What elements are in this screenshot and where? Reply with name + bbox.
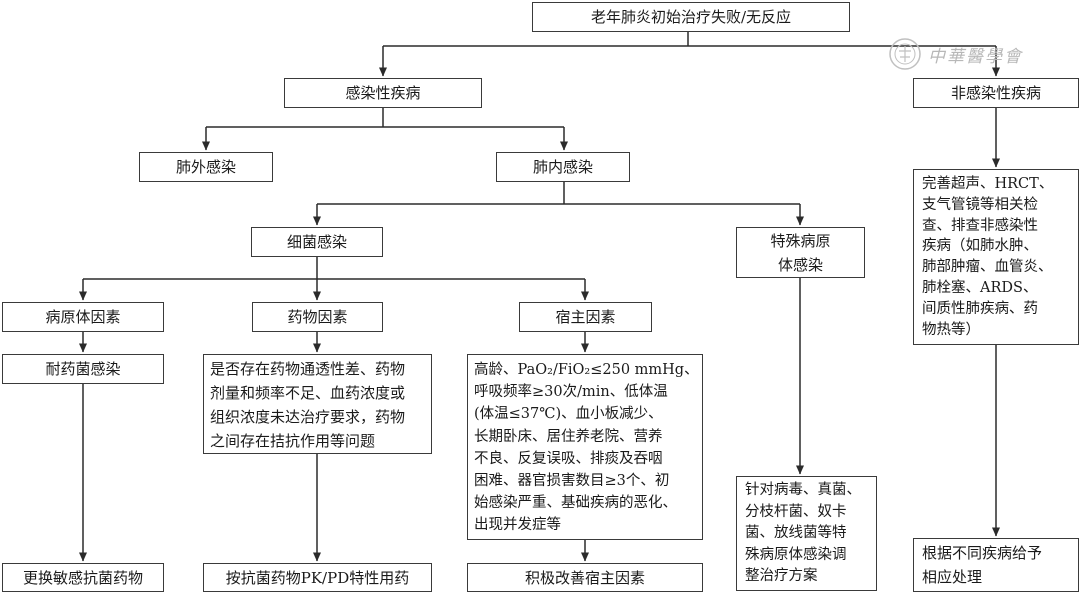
host-details-node: 高龄、PaO₂/FiO₂≤250 mmHg、 呼吸频率≥30次/min、低体温 … — [467, 354, 703, 540]
host-details-line: 出现并发症等 — [474, 517, 561, 534]
pkpd-node: 按抗菌药物PK/PD特性用药 — [203, 563, 432, 592]
special-treatment-line: 整治疗方案 — [745, 568, 818, 585]
drug-issues-line: 是否存在药物通透性差、药物 — [210, 360, 406, 378]
drug-issues-node: 是否存在药物通透性差、药物 剂量和频率不足、血药浓度或 组织浓度未达治疗要求，药… — [203, 354, 432, 454]
bacterial-label: 细菌感染 — [286, 233, 347, 251]
host-factors-node: 宿主因素 — [519, 302, 652, 332]
switch-drug-label: 更换敏感抗菌药物 — [22, 568, 143, 587]
switch-drug-node: 更换敏感抗菌药物 — [2, 563, 164, 592]
society-seal-icon — [889, 38, 921, 70]
host-details-line: 困难、器官损害数目≥3个、初 — [474, 473, 670, 490]
infectious-node: 感染性疾病 — [284, 78, 482, 108]
resistant-infection-node: 耐药菌感染 — [2, 354, 164, 384]
drug-issues-line: 组织浓度未达治疗要求，药物 — [210, 408, 406, 426]
special-pathogen-line: 特殊病原 — [770, 232, 831, 250]
improve-host-node: 积极改善宿主因素 — [467, 563, 703, 592]
host-details-line: (体温≤37℃)、血小板减少、 — [474, 406, 663, 423]
special-treatment-line: 殊病原体感染调 — [745, 546, 847, 563]
noninf-workup-line: 查、排查非感染性 — [922, 217, 1038, 234]
pathogen-factors-node: 病原体因素 — [2, 302, 164, 332]
pathogen-factors-label: 病原体因素 — [45, 308, 121, 326]
host-details-line: 高龄、PaO₂/FiO₂≤250 mmHg、 — [474, 362, 699, 378]
noninf-workup-line: 肺部肿瘤、血管炎、 — [922, 259, 1053, 276]
special-treatment-node: 针对病毒、真菌、 分枝杆菌、奴卡 菌、放线菌等特 殊病原体感染调 整治疗方案 — [736, 476, 877, 591]
treat-disease-line: 根据不同疾病给予 — [922, 544, 1043, 562]
treat-disease-line: 相应处理 — [922, 568, 983, 586]
host-details-line: 不良、反复误吸、排痰及吞咽 — [474, 450, 663, 467]
noninfectious-node: 非感染性疾病 — [913, 78, 1079, 108]
noninf-workup-line: 疾病（如肺水肿、 — [922, 238, 1038, 255]
host-details-line: 始感染严重、基础疾病的恶化、 — [474, 495, 677, 512]
special-pathogen-node: 特殊病原 体感染 — [736, 227, 865, 278]
host-details-line: 长期卧床、居住养老院、营养 — [474, 428, 663, 445]
noninf-workup-line: 支气管镜等相关检 — [922, 196, 1038, 213]
drug-factors-label: 药物因素 — [287, 308, 348, 326]
watermark: 中華醫學會 — [888, 36, 1023, 72]
bacterial-node: 细菌感染 — [251, 227, 383, 257]
host-details-line: 呼吸频率≥30次/min、低体温 — [474, 384, 668, 401]
special-treatment-line: 分枝杆菌、奴卡 — [745, 503, 847, 520]
special-treatment-line: 针对病毒、真菌、 — [745, 482, 861, 498]
pkpd-label: 按抗菌药物PK/PD特性用药 — [225, 568, 410, 587]
intrapulmonary-node: 肺内感染 — [496, 152, 630, 182]
drug-issues-line: 剂量和频率不足、血药浓度或 — [210, 384, 406, 402]
root-node: 老年肺炎初始治疗失败/无反应 — [532, 2, 850, 32]
noninf-workup-line: 间质性肺疾病、药 — [922, 300, 1038, 317]
extrapulmonary-node: 肺外感染 — [139, 152, 273, 182]
special-treatment-line: 菌、放线菌等特 — [745, 525, 847, 542]
root-label: 老年肺炎初始治疗失败/无反应 — [590, 8, 792, 26]
noninf-workup-line: 肺栓塞、ARDS、 — [922, 279, 1038, 296]
host-factors-label: 宿主因素 — [555, 308, 616, 326]
infectious-label: 感染性疾病 — [345, 84, 421, 102]
drug-factors-node: 药物因素 — [252, 302, 383, 332]
resistant-infection-label: 耐药菌感染 — [45, 360, 121, 378]
treat-disease-node: 根据不同疾病给予 相应处理 — [913, 538, 1079, 592]
special-pathogen-line: 体感染 — [777, 256, 823, 274]
improve-host-label: 积极改善宿主因素 — [524, 568, 645, 587]
noninf-workup-line: 物热等） — [922, 321, 980, 338]
watermark-text: 中華醫學會 — [928, 46, 1023, 67]
intrapulmonary-label: 肺内感染 — [532, 158, 593, 176]
noninf-workup-line: 完善超声、HRCT、 — [922, 176, 1054, 192]
extrapulmonary-label: 肺外感染 — [175, 158, 236, 176]
noninfectious-label: 非感染性疾病 — [950, 84, 1041, 102]
noninf-workup-node: 完善超声、HRCT、 支气管镜等相关检 查、排查非感染性 疾病（如肺水肿、 肺部… — [913, 169, 1079, 345]
drug-issues-line: 之间存在拮抗作用等问题 — [210, 432, 376, 450]
